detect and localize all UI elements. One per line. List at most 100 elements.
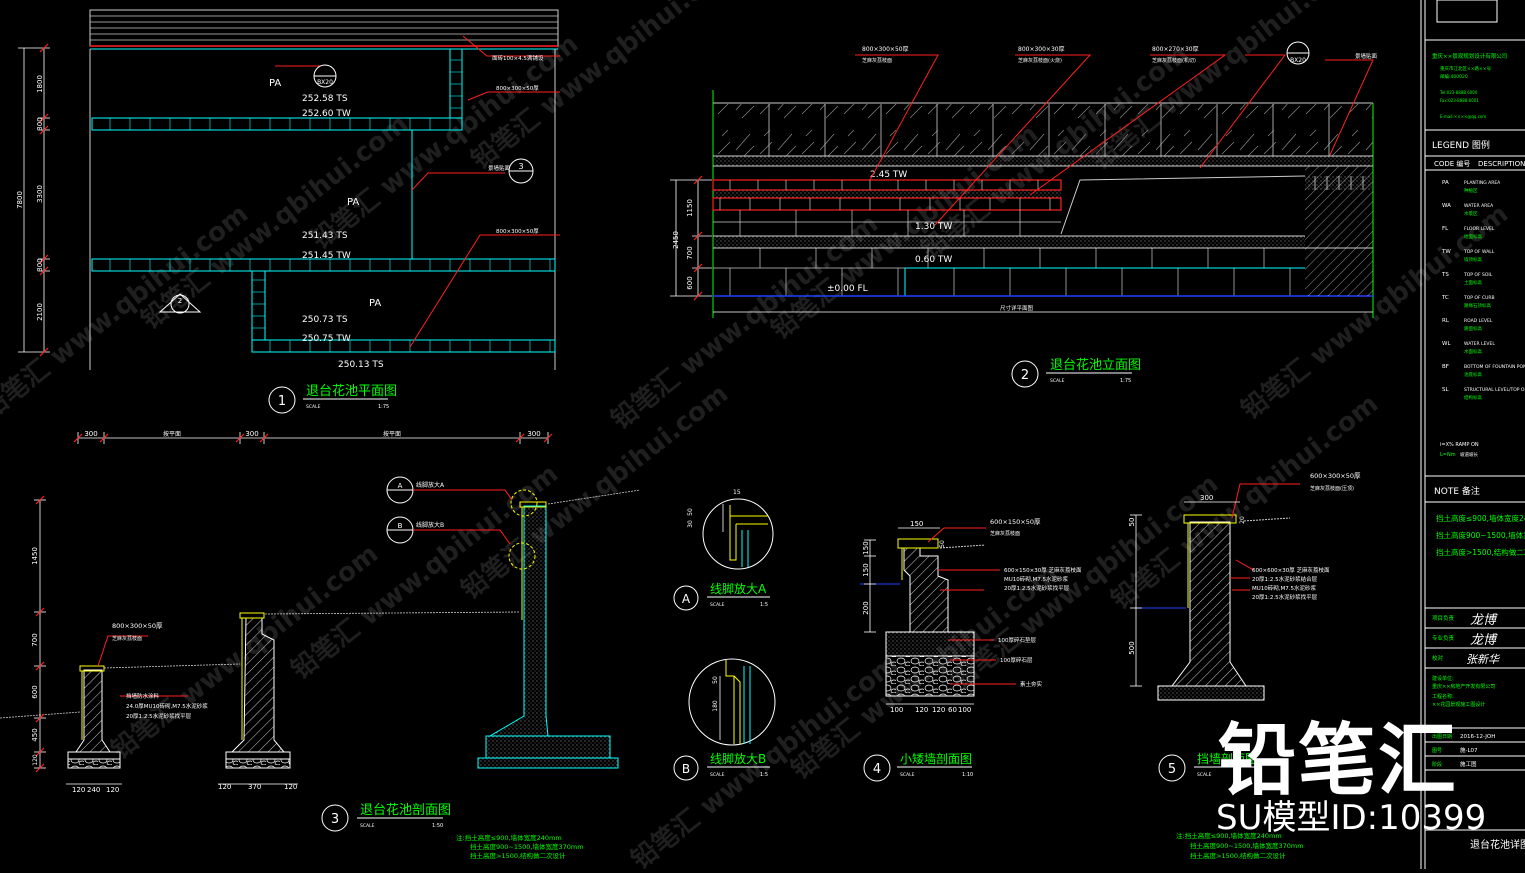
signature: 张新华 [1466, 653, 1501, 666]
scale-label: SCALE [710, 772, 725, 778]
plan-bottom-dim: 300 [84, 430, 97, 438]
legend-en: WATER LEVEL [1464, 341, 1495, 347]
company-line: 重庆市江北区××路××号 [1440, 65, 1492, 72]
drawing-title: 线脚放大A [710, 581, 767, 596]
legend-code: RL [1442, 318, 1450, 324]
legend-en: TOP OF SOIL [1463, 272, 1493, 278]
s3-note: 20厚1:2.5水泥砂浆找平层 [126, 712, 192, 720]
project-line: 建设单位: [1432, 675, 1454, 682]
s4-bottom-dim: 60 [948, 706, 957, 714]
s3-footnote: 挡土高度900~1500,墙体宽度370mm [470, 842, 584, 851]
title-number: 4 [873, 762, 881, 777]
drawing-no: 施-L07 [1460, 746, 1478, 754]
company-line: Tel:023-8888 6000 [1439, 90, 1478, 95]
s3-bottom-dim: 240 [87, 786, 100, 794]
s5-dim: 300 [1200, 494, 1213, 502]
watermark-text: 铅笔汇 www.qbihui.com [305, 28, 584, 255]
detail-dim: 30 [687, 520, 694, 528]
s5-note: 20厚1:2.5水泥砂浆结合层 [1252, 575, 1318, 583]
elevation-view: 2450 1150 700 600 2.45 TW 1.30 TW 0.60 T… [670, 41, 1378, 388]
s3-dim: 600 [31, 685, 39, 698]
drawing-title: 线脚放大B [710, 751, 766, 766]
legend-cn: 路面标高 [1464, 325, 1482, 332]
level-label: 252.58 TS [302, 94, 348, 104]
legend-code: WA [1442, 203, 1451, 209]
project-line: 工程名称: [1432, 693, 1454, 700]
scale-label: SCALE [1050, 378, 1065, 384]
legend-en: PLANTING AREA [1464, 180, 1501, 186]
drawing-title: 退台花池立面图 [1050, 357, 1141, 373]
s5-footnote: 挡土高度>1500,结构做二次设计 [1190, 851, 1286, 860]
drawing-title: 退台花池剖面图 [360, 802, 451, 818]
watermark-text: 铅笔汇 www.qbihui.com [455, 378, 734, 605]
stage-value: 施工图 [1460, 760, 1477, 768]
scale-value: 1:75 [378, 404, 389, 410]
elev-callout: 800×300×30厚 [1018, 46, 1065, 53]
s4-dim: 150 [910, 520, 923, 528]
legend-code: WL [1442, 341, 1451, 347]
s5-footnote: 挡土高度900~1500,墙体宽度370mm [1190, 841, 1304, 850]
legend-cn: 水面标高 [1464, 348, 1482, 355]
elev-dim: 700 [686, 246, 694, 259]
s4-dim: 200 [862, 601, 870, 614]
detail-label: B [682, 762, 690, 776]
legend-en: WATER AREA [1464, 203, 1494, 209]
elev-level: 0.60 TW [915, 255, 952, 265]
elev-bottom-note: 尺寸详平面图 [1000, 304, 1034, 312]
section-4-view: 600×150×50厚 芝麻灰荔枝面 600×150×30厚 芝麻灰荔枝面 MU… [860, 518, 1082, 782]
drawing-title: 挡墙剖面图 [1197, 752, 1257, 766]
plan-dim: 3300 [36, 185, 44, 203]
level-label: 251.45 TW [302, 251, 351, 261]
project-line: ××花园景观施工图设计 [1432, 701, 1485, 708]
legend-heading: LEGEND 图例 [1432, 139, 1490, 151]
drawing-title: 小矮墙剖面图 [900, 752, 972, 766]
legend-cn: 地面标高 [1464, 233, 1482, 240]
detail-dim: 50 [712, 676, 719, 684]
s5-dim: 50 [1128, 518, 1136, 527]
detail-dim: 180 [712, 700, 719, 712]
stage-label: 阶段 [1432, 761, 1442, 768]
elev-callout: 景墙贴面 [1355, 52, 1378, 60]
s3-note: 24.0厚MU10砖砌,M7.5水泥砂浆 [126, 702, 208, 710]
s4-note: 100厚碎石垫层 [998, 636, 1036, 644]
project-line: 重庆××房地产开发有限公司 [1432, 683, 1495, 690]
legend-cn: 路缘石顶标高 [1464, 302, 1491, 309]
watermark-text: 铅笔汇 www.qbihui.com [945, 468, 1224, 695]
s4-dim: 50 [939, 540, 946, 548]
s4-note: 600×150×30厚 芝麻灰荔枝面 [1004, 566, 1082, 574]
level-label: 250.75 TW [302, 334, 351, 344]
ramp-cn: 坡道坡长 [1460, 451, 1478, 458]
bubble-label: B [398, 522, 403, 530]
scale-value: 1:5 [760, 772, 768, 778]
elev-callout: 800×300×50厚 [862, 46, 909, 53]
company-line: Fax:023-8888 6001 [1440, 98, 1479, 103]
legend-cn: 土面标高 [1464, 279, 1482, 286]
s3-dim: 700 [31, 633, 39, 646]
elev-dim: 600 [686, 276, 694, 289]
s3-bottom-dim: 120 [284, 783, 297, 791]
plan-callout: 景墙贴面 [488, 164, 511, 172]
plan-bottom-note: 按平面 [163, 430, 181, 438]
scale-label: SCALE [1197, 772, 1212, 778]
detail-a-view: 15 30 50 A 线脚放大A SCALE 1:5 [673, 489, 774, 611]
s3-bottom-dim: 120 [72, 786, 85, 794]
scale-label: SCALE [900, 772, 915, 778]
elev-level: 2.45 TW [870, 170, 907, 180]
scale-label: SCALE [360, 823, 375, 829]
bubble-label: A [398, 482, 403, 490]
signature-role: 专业负责 [1432, 634, 1455, 642]
zone-label: PA [347, 197, 359, 208]
plan-bottom-dim: 300 [245, 430, 258, 438]
plan-overall-dim: 7800 [16, 191, 24, 209]
plan-section-marker: 2 [178, 297, 182, 305]
level-label: 252.60 TW [302, 109, 351, 119]
bubble-text: 线脚放大B [416, 521, 444, 529]
plan-bottom-dim: 300 [527, 430, 540, 438]
titleblock-note: 挡土高度≤900,墙体宽度240 [1436, 513, 1525, 523]
signature: 龙博 [1470, 633, 1498, 648]
level-label: 250.73 TS [302, 315, 348, 325]
s4-note: 20厚1:2.5水泥砂浆找平层 [1004, 584, 1070, 592]
plan-bottom-note: 按平面 [383, 430, 401, 438]
s3-bottom-dim: 370 [248, 783, 261, 791]
